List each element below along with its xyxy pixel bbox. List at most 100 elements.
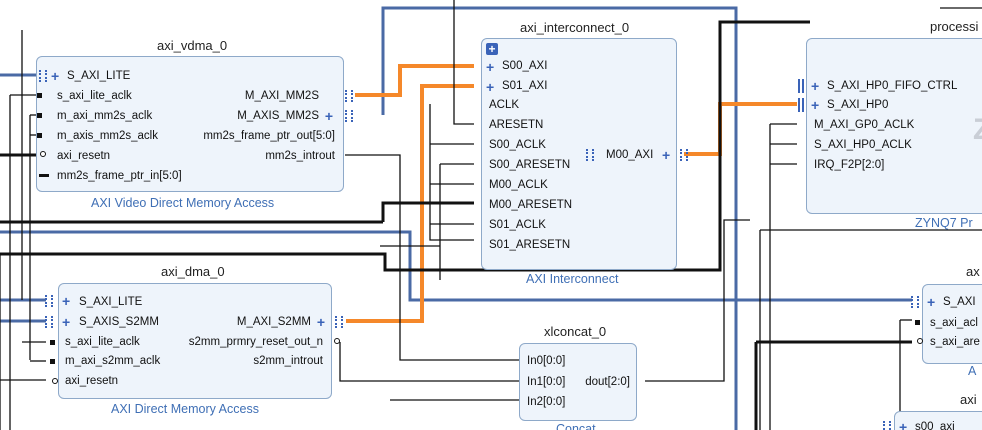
expand-plus-icon[interactable]: + bbox=[811, 97, 820, 113]
expand-plus-icon[interactable]: + bbox=[662, 147, 671, 163]
port-s-axi-lite-aclk[interactable]: s_axi_lite_aclk bbox=[57, 90, 132, 102]
port-s-axi-aclk[interactable]: s_axi_acl bbox=[930, 317, 978, 329]
bus-interface-icon bbox=[335, 316, 343, 328]
dma-block-subtitle: AXI Direct Memory Access bbox=[111, 402, 259, 416]
port-in0[interactable]: In0[0:0] bbox=[527, 355, 566, 367]
port-s01-aresetn[interactable]: S01_ARESETN bbox=[489, 239, 571, 251]
port-m-axi-gp0-aclk[interactable]: M_AXI_GP0_ACLK bbox=[814, 119, 915, 131]
bus-interface-icon bbox=[883, 421, 891, 430]
port-irq-f2p[interactable]: IRQ_F2P[2:0] bbox=[814, 159, 885, 171]
processing-system-block[interactable]: + S_AXI_HP0_FIFO_CTRL + S_AXI_HP0 M_AXI_… bbox=[798, 38, 982, 214]
port-dout[interactable]: dout[2:0] bbox=[585, 376, 630, 388]
expand-plus-icon[interactable]: + bbox=[324, 108, 333, 124]
port-s2mm-prmry-reset-out-n[interactable]: s2mm_prmry_reset_out_n bbox=[188, 336, 323, 348]
vector-pin-icon bbox=[39, 174, 49, 177]
expand-plus-icon[interactable]: + bbox=[51, 68, 60, 84]
port-s-axi-lite[interactable]: S_AXI_LITE bbox=[67, 70, 131, 82]
expand-plus-icon[interactable]: + bbox=[62, 314, 71, 330]
bus-interface-icon bbox=[911, 296, 919, 308]
bus-interface-icon bbox=[45, 316, 53, 328]
expand-plus-icon[interactable]: + bbox=[62, 293, 71, 309]
clock-pin-icon bbox=[50, 340, 55, 345]
ax-block-subtitle: A bbox=[968, 364, 977, 378]
port-mm2s-introut[interactable]: mm2s_introut bbox=[265, 150, 335, 162]
bus-interface-icon bbox=[345, 90, 353, 102]
bus-interface-icon bbox=[45, 295, 53, 307]
vdma-block-subtitle: AXI Video Direct Memory Access bbox=[91, 196, 275, 210]
port-m-axis-mm2s-aclk[interactable]: m_axis_mm2s_aclk bbox=[57, 130, 158, 142]
xlconcat-block[interactable]: In0[0:0] In1[0:0] In2[0:0] dout[2:0] bbox=[519, 343, 637, 421]
port-s-axis-s2mm[interactable]: S_AXIS_S2MM bbox=[79, 316, 159, 328]
clock-pin-icon bbox=[915, 320, 920, 325]
port-aclk[interactable]: ACLK bbox=[489, 99, 520, 111]
port-s01-aclk[interactable]: S01_ACLK bbox=[489, 219, 546, 231]
interconnect-block-name: axi_interconnect_0 bbox=[520, 20, 630, 35]
port-s-axi-lite[interactable]: S_AXI_LITE bbox=[79, 296, 143, 308]
reset-nets[interactable] bbox=[0, 20, 912, 430]
port-mm2s-frame-ptr-in[interactable]: mm2s_frame_ptr_in[5:0] bbox=[57, 170, 182, 182]
port-m-axi-s2mm[interactable]: M_AXI_S2MM bbox=[236, 316, 311, 328]
port-s01-axi[interactable]: S01_AXI bbox=[502, 80, 548, 92]
port-s-axi[interactable]: S_AXI bbox=[943, 296, 976, 308]
expand-plus-icon[interactable]: + bbox=[486, 59, 495, 75]
clock-pin-icon bbox=[37, 133, 42, 138]
port-m-axi-s2mm-aclk[interactable]: m_axi_s2mm_aclk bbox=[65, 355, 161, 367]
port-in2[interactable]: In2[0:0] bbox=[527, 396, 566, 408]
port-m-axi-mm2s-aclk[interactable]: m_axi_mm2s_aclk bbox=[57, 110, 153, 122]
dma-block-name: axi_dma_0 bbox=[161, 264, 225, 279]
port-aresetn[interactable]: ARESETN bbox=[489, 119, 544, 131]
port-s-axi-hp0-aclk[interactable]: S_AXI_HP0_ACLK bbox=[814, 139, 912, 151]
reset-pin-icon bbox=[334, 338, 340, 344]
axi-peripheral-block[interactable]: + S_AXI s_axi_acl s_axi_are bbox=[911, 284, 982, 364]
expand-hierarchy-icon[interactable]: + bbox=[486, 43, 498, 55]
interconnect-block-subtitle: AXI Interconnect bbox=[526, 272, 619, 286]
port-axi-resetn[interactable]: axi_resetn bbox=[57, 150, 111, 162]
port-s-axi-lite-aclk[interactable]: s_axi_lite_aclk bbox=[65, 336, 140, 348]
port-s00-axi[interactable]: s00_axi bbox=[915, 421, 955, 430]
bus-interface-icon bbox=[680, 149, 688, 161]
reset-pin-icon bbox=[40, 151, 46, 157]
port-axi-resetn[interactable]: axi_resetn bbox=[65, 375, 119, 387]
bus-interface-icon bbox=[345, 110, 353, 122]
port-s00-aclk[interactable]: S00_ACLK bbox=[489, 139, 546, 151]
vdma-block-name: axi_vdma_0 bbox=[157, 38, 228, 53]
axi-vdma-block[interactable]: + S_AXI_LITE s_axi_lite_aclk m_axi_mm2s_… bbox=[36, 56, 353, 192]
axi-bottom-block-name: axi bbox=[960, 392, 977, 407]
expand-plus-icon[interactable]: + bbox=[316, 314, 325, 330]
port-s00-axi[interactable]: S00_AXI bbox=[502, 60, 548, 72]
port-s-axi-hp0[interactable]: S_AXI_HP0 bbox=[827, 99, 889, 111]
bus-interface-icon bbox=[798, 98, 804, 112]
clock-pin-icon bbox=[37, 113, 42, 118]
expand-plus-icon[interactable]: + bbox=[927, 294, 936, 310]
concat-block-subtitle: Concat bbox=[556, 422, 596, 430]
port-s-axi-hp0-fifo-ctrl[interactable]: S_AXI_HP0_FIFO_CTRL bbox=[827, 80, 958, 92]
bus-interface-icon bbox=[798, 79, 804, 93]
port-in1[interactable]: In1[0:0] bbox=[527, 376, 566, 388]
reset-pin-icon bbox=[917, 338, 923, 344]
port-s-axi-aresetn[interactable]: s_axi_are bbox=[930, 336, 980, 348]
port-m-axis-mm2s[interactable]: M_AXIS_MM2S bbox=[237, 110, 319, 122]
port-s00-aresetn[interactable]: S00_ARESETN bbox=[489, 159, 571, 171]
port-m-axi-mm2s[interactable]: M_AXI_MM2S bbox=[244, 90, 319, 102]
axi-interconnect-block[interactable]: + + S00_AXI + S01_AXI ACLK ARESETN S00_A… bbox=[481, 38, 688, 270]
expand-plus-icon[interactable]: + bbox=[899, 419, 908, 430]
port-s2mm-introut[interactable]: s2mm_introut bbox=[253, 355, 323, 367]
ps-block-subtitle: ZYNQ7 Pr bbox=[915, 216, 973, 230]
ax-block-name: ax bbox=[966, 264, 980, 279]
axi-dma-block[interactable]: + S_AXI_LITE + S_AXIS_S2MM s_axi_lite_ac… bbox=[45, 283, 343, 399]
concat-block-name: xlconcat_0 bbox=[544, 324, 607, 339]
ps-block-name: processi bbox=[930, 19, 979, 34]
port-m00-axi[interactable]: M00_AXI bbox=[606, 149, 654, 161]
bus-interface-icon bbox=[586, 149, 594, 161]
port-m00-aresetn[interactable]: M00_ARESETN bbox=[489, 199, 573, 211]
reset-pin-icon bbox=[52, 378, 58, 384]
bus-nets[interactable] bbox=[0, 6, 912, 430]
bus-interface-icon bbox=[39, 70, 47, 82]
expand-plus-icon[interactable]: + bbox=[811, 78, 820, 94]
axi-bottom-block[interactable]: + s00_axi bbox=[883, 411, 982, 430]
port-m00-aclk[interactable]: M00_ACLK bbox=[489, 179, 548, 191]
port-mm2s-frame-ptr-out[interactable]: mm2s_frame_ptr_out[5:0] bbox=[203, 130, 335, 142]
expand-plus-icon[interactable]: + bbox=[486, 79, 495, 95]
clock-pin-icon bbox=[50, 359, 55, 364]
